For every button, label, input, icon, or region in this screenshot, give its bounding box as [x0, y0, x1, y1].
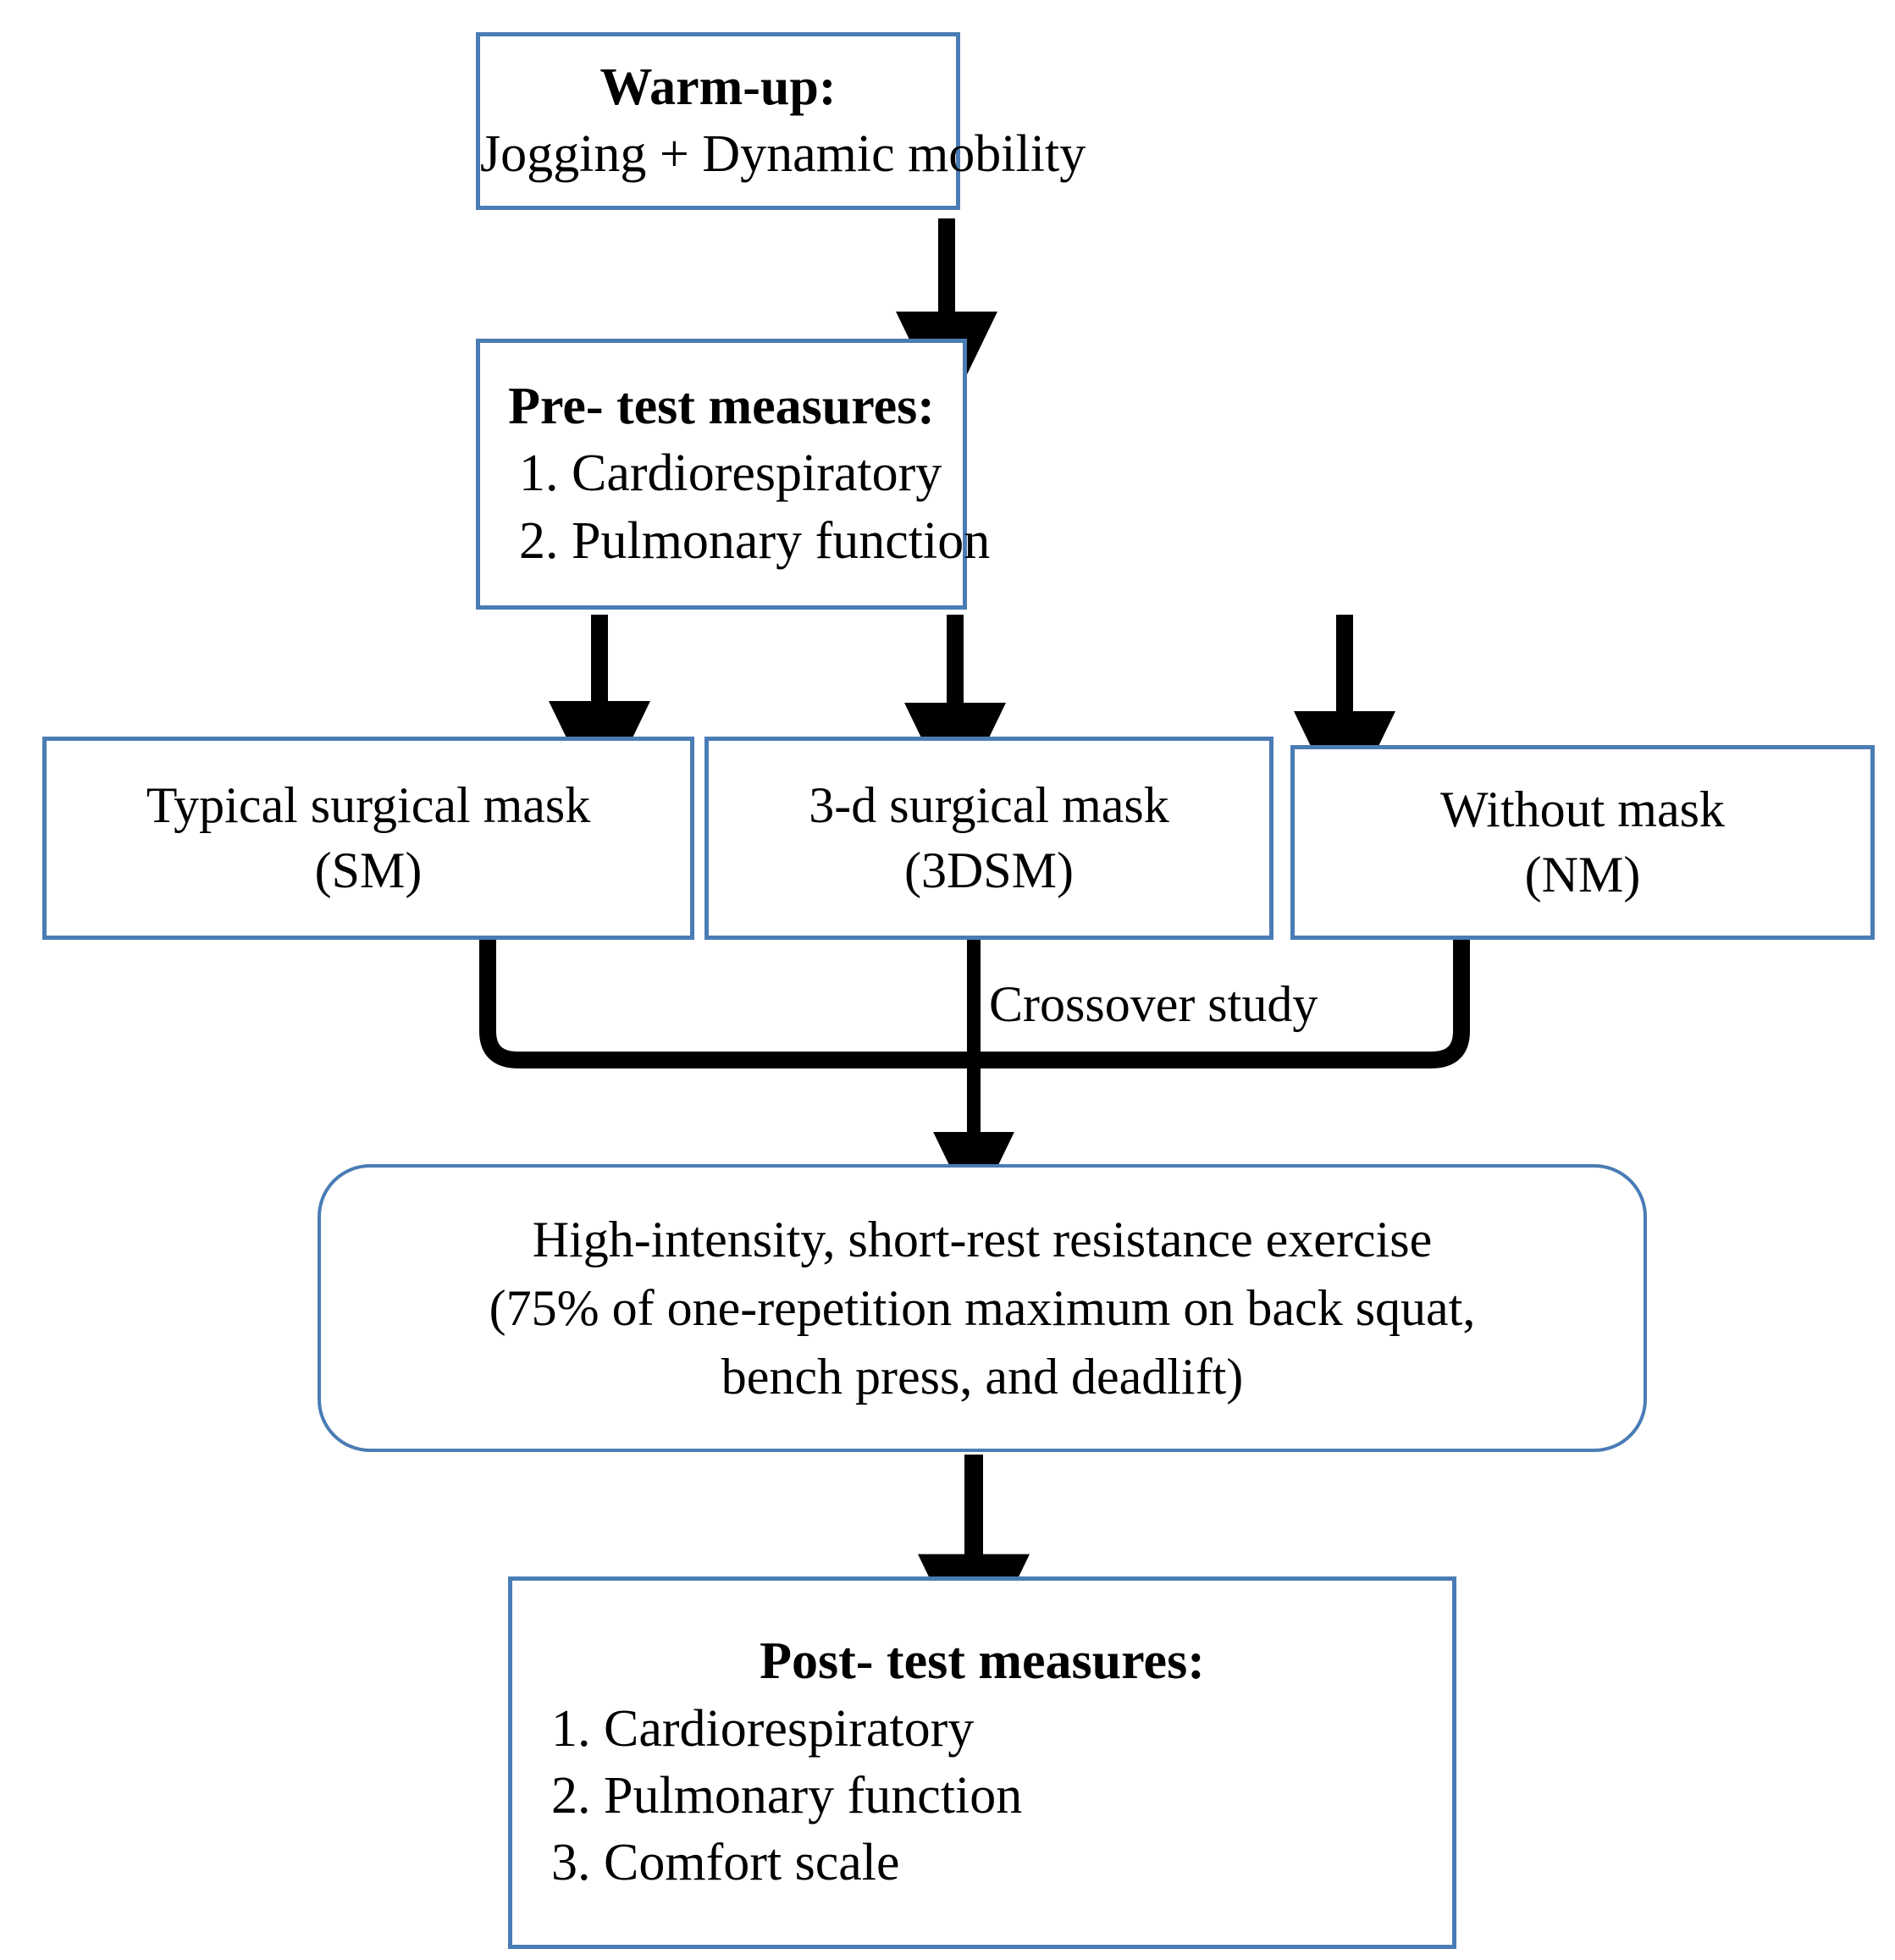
exercise-line-3: bench press, and deadlift): [721, 1348, 1244, 1405]
node-pretest: Pre- test measures: 1. Cardiorespiratory…: [476, 339, 991, 610]
posttest-item-3: 3. Comfort scale: [551, 1834, 900, 1892]
node-condition-nm: Without mask (NM): [1290, 745, 1875, 940]
node-warmup: Warm-up: Jogging + Dynamic mobility: [476, 32, 1086, 210]
merge-path-sm: [479, 940, 974, 1068]
warmup-heading: Warm-up:: [599, 58, 837, 116]
condition-nm-abbr: (NM): [1524, 847, 1641, 903]
pretest-item-2: 2. Pulmonary function: [519, 511, 991, 570]
condition-sm-name: Typical surgical mask: [146, 777, 591, 834]
exercise-line-1: High-intensity, short-rest resistance ex…: [532, 1211, 1433, 1267]
condition-3dsm-name: 3-d surgical mask: [809, 777, 1169, 834]
condition-3dsm-abbr: (3DSM): [903, 842, 1074, 898]
posttest-heading: Post- test measures:: [760, 1632, 1205, 1691]
condition-nm-name: Without mask: [1440, 781, 1725, 838]
posttest-item-1: 1. Cardiorespiratory: [551, 1699, 975, 1758]
node-posttest: Post- test measures: 1. Cardiorespirator…: [508, 1576, 1456, 1949]
node-condition-3dsm: 3-d surgical mask (3DSM): [704, 737, 1273, 940]
pretest-item-1: 1. Cardiorespiratory: [519, 444, 942, 503]
posttest-item-2: 2. Pulmonary function: [551, 1767, 1023, 1825]
warmup-body: Jogging + Dynamic mobility: [480, 125, 1086, 183]
pretest-heading: Pre- test measures:: [508, 377, 935, 435]
node-condition-sm: Typical surgical mask (SM): [42, 737, 694, 940]
exercise-line-2: (75% of one-repetition maximum on back s…: [489, 1279, 1476, 1336]
crossover-study-label: Crossover study: [989, 976, 1318, 1032]
condition-sm-abbr: (SM): [314, 842, 423, 898]
node-exercise: High-intensity, short-rest resistance ex…: [318, 1164, 1647, 1452]
